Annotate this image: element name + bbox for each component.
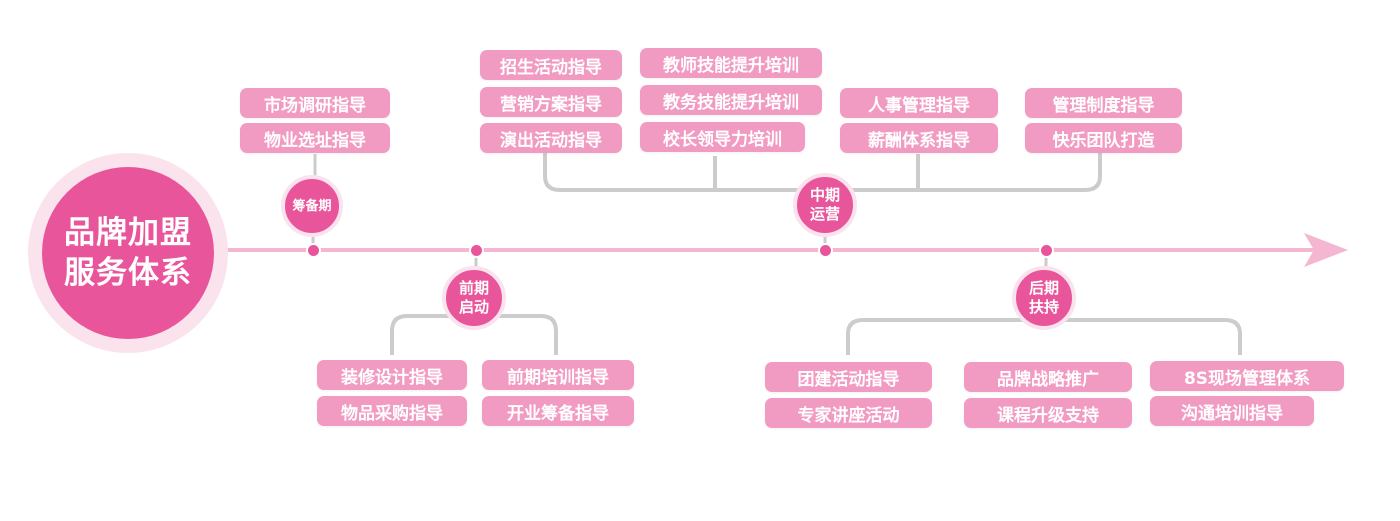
center-title-line1: 品牌加盟 [64,215,192,251]
timeline-dot-preparation [306,243,321,258]
item-principal-leadership-training: 校长领导力培训 [640,122,805,152]
item-management-system: 管理制度指导 [1025,88,1182,118]
phase-late-line2: 扶持 [1028,298,1059,316]
item-opening-preparation: 开业筹备指导 [482,396,634,426]
item-performance-activity: 演出活动指导 [480,123,622,153]
item-8s-management: 8S现场管理体系 [1150,361,1344,391]
phase-early: 前期 启动 [442,266,506,330]
item-decoration-design: 装修设计指导 [317,360,467,390]
phase-early-line2: 启动 [458,298,489,316]
phase-preparation-label: 筹备期 [292,198,332,214]
timeline-dot-early [469,243,484,258]
phase-mid-line2: 运营 [809,205,840,223]
phase-late-line1: 后期 [1028,279,1059,297]
item-enrollment-activity: 招生活动指导 [480,50,622,80]
phase-mid-line1: 中期 [809,186,840,204]
phase-preparation: 筹备期 [281,175,343,237]
item-communication-training: 沟通培训指导 [1150,396,1314,426]
item-salary-system: 薪酬体系指导 [840,123,998,153]
item-hr-management: 人事管理指导 [840,88,998,118]
item-marketing-plan: 营销方案指导 [480,87,622,117]
center-title-circle: 品牌加盟 服务体系 [42,167,214,339]
timeline-arrowhead [1304,233,1348,267]
item-early-training: 前期培训指导 [482,360,634,390]
phase-early-line1: 前期 [458,279,489,297]
item-goods-procurement: 物品采购指导 [317,396,467,426]
phase-late: 后期 扶持 [1012,266,1076,330]
timeline-dot-mid [818,243,833,258]
item-course-upgrade: 课程升级支持 [964,398,1132,428]
center-title-line2: 服务体系 [64,255,192,291]
phase-mid: 中期 运营 [793,173,857,237]
item-expert-lecture: 专家讲座活动 [765,398,932,428]
item-site-selection: 物业选址指导 [240,123,390,153]
item-happy-team: 快乐团队打造 [1025,123,1182,153]
item-teacher-skill-training: 教师技能提升培训 [640,48,822,78]
timeline-dot-late [1039,243,1054,258]
item-brand-strategy: 品牌战略推广 [964,362,1132,392]
item-academic-affairs-training: 教务技能提升培训 [640,85,822,115]
item-market-research: 市场调研指导 [240,88,390,118]
item-team-building: 团建活动指导 [765,362,932,392]
